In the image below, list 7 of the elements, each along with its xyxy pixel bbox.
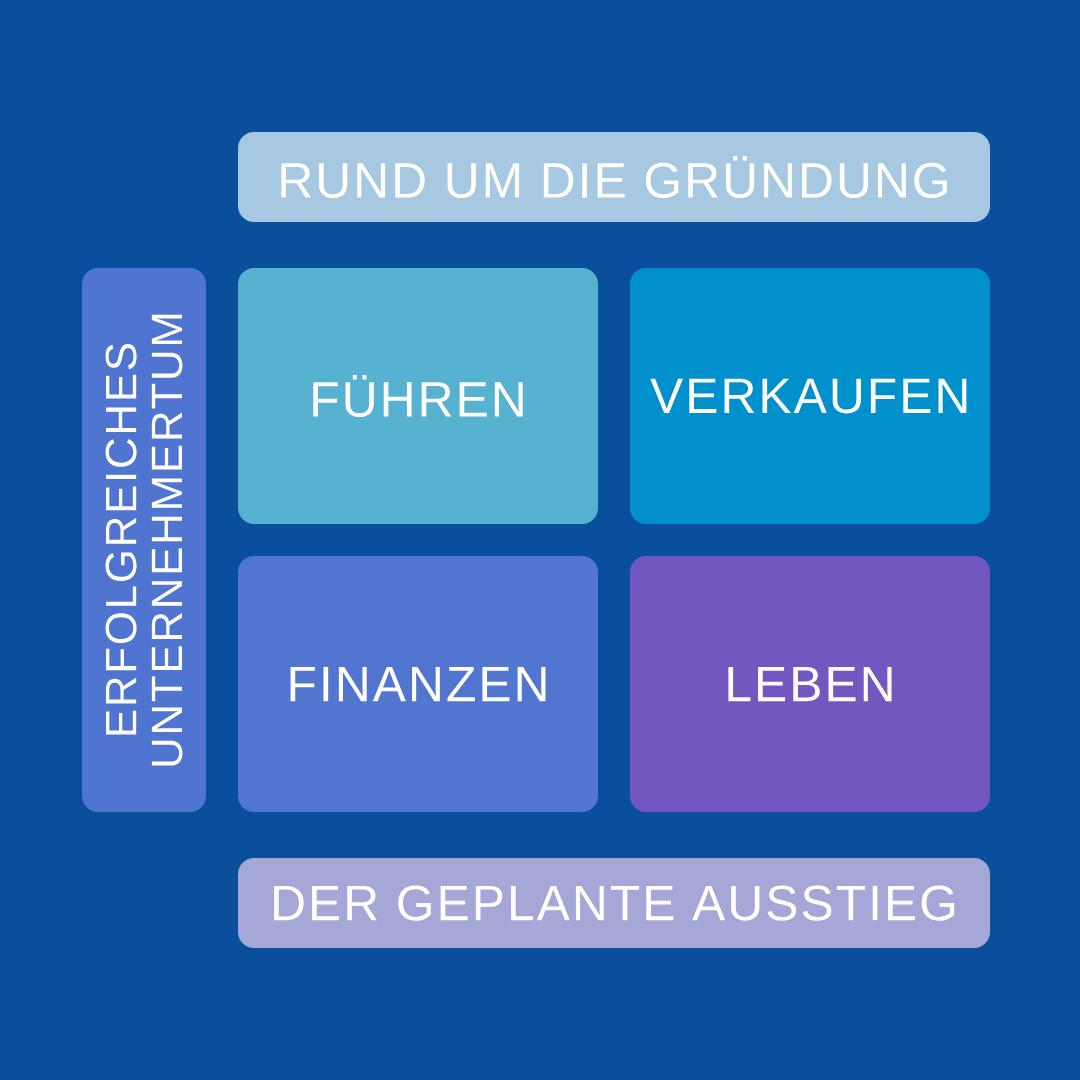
- topic-box: FÜHREN: [238, 268, 598, 524]
- vertical-banner: ERFOLGREICHES UNTERNEHMERTUM: [82, 268, 206, 812]
- topic-box: VERKAUFEN: [630, 268, 990, 524]
- topic-box: FINANZEN: [238, 556, 598, 812]
- topic-box: LEBEN: [630, 556, 990, 812]
- banner-box: RUND UM DIE GRÜNDUNG: [238, 132, 990, 222]
- banner-box: DER GEPLANTE AUSSTIEG: [238, 858, 990, 948]
